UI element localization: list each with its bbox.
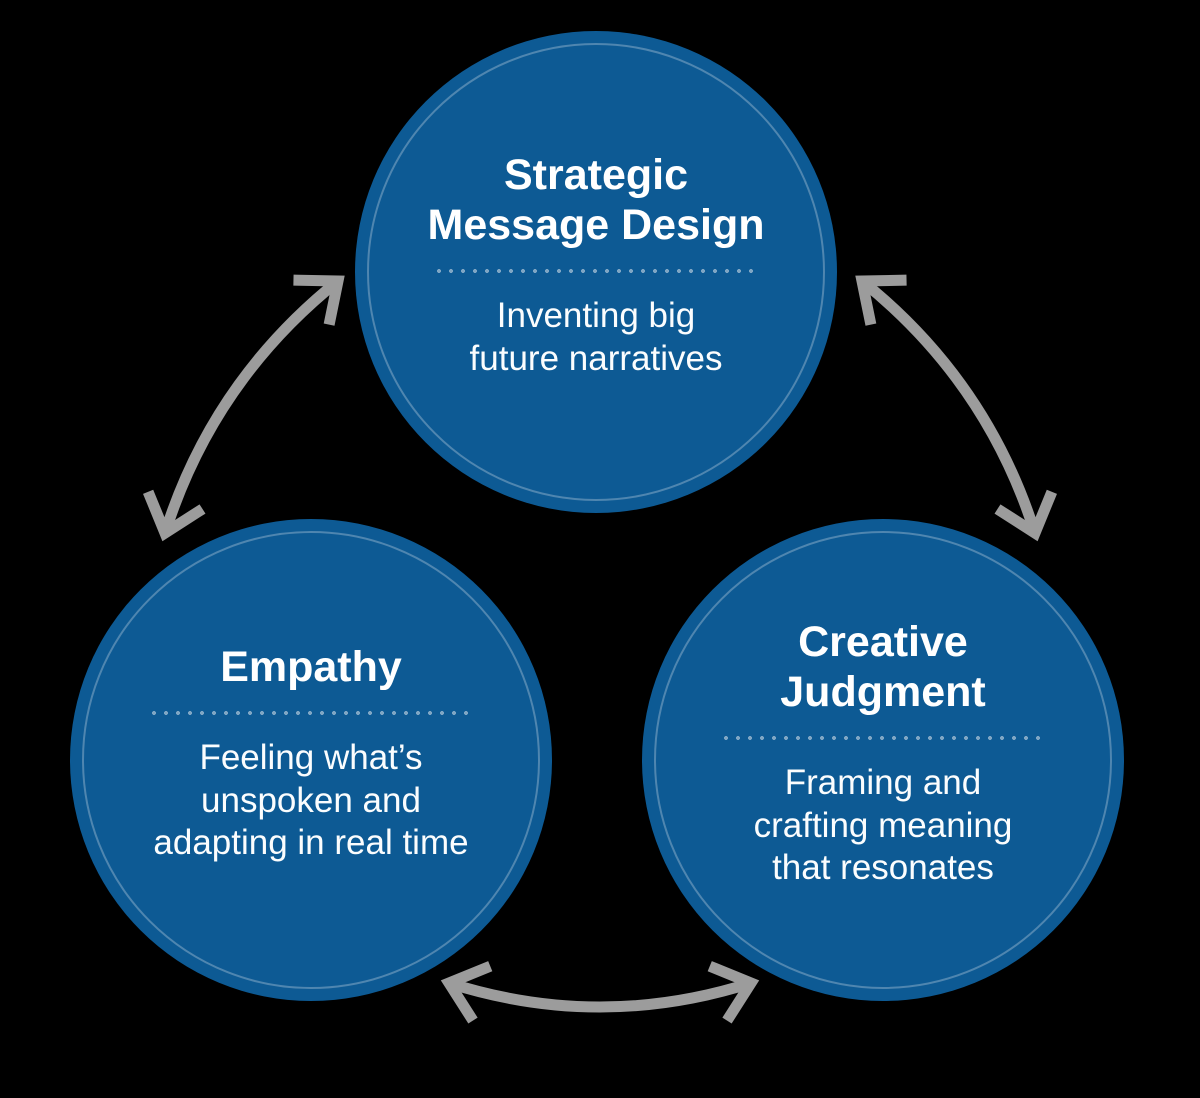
dotted-divider bbox=[720, 735, 1046, 740]
circle-strategic-message-design: Strategic Message Design Inventing big f… bbox=[355, 31, 837, 513]
circle-creative-judgment: Creative Judgment Framing and crafting m… bbox=[642, 519, 1124, 1001]
circle-content: Empathy Feeling what’s unspoken and adap… bbox=[148, 643, 474, 865]
circle-subtitle: Inventing big future narratives bbox=[469, 296, 723, 378]
cycle-arrow-bottom-icon bbox=[440, 961, 760, 1024]
circle-empathy: Empathy Feeling what’s unspoken and adap… bbox=[70, 519, 552, 1001]
circle-subtitle: Feeling what’s unspoken and adapting in … bbox=[153, 737, 469, 863]
dotted-divider bbox=[148, 710, 474, 715]
circle-content: Creative Judgment Framing and crafting m… bbox=[720, 618, 1046, 890]
circle-title: Creative Judgment bbox=[780, 618, 986, 716]
circle-content: Strategic Message Design Inventing big f… bbox=[428, 151, 765, 380]
dotted-divider bbox=[433, 269, 759, 274]
cycle-arrow-left-icon bbox=[143, 274, 345, 542]
circle-title: Empathy bbox=[220, 643, 402, 692]
cycle-arrow-right-icon bbox=[855, 274, 1057, 542]
circle-subtitle: Framing and crafting meaning that resona… bbox=[753, 762, 1013, 888]
circle-title: Strategic Message Design bbox=[427, 151, 765, 250]
